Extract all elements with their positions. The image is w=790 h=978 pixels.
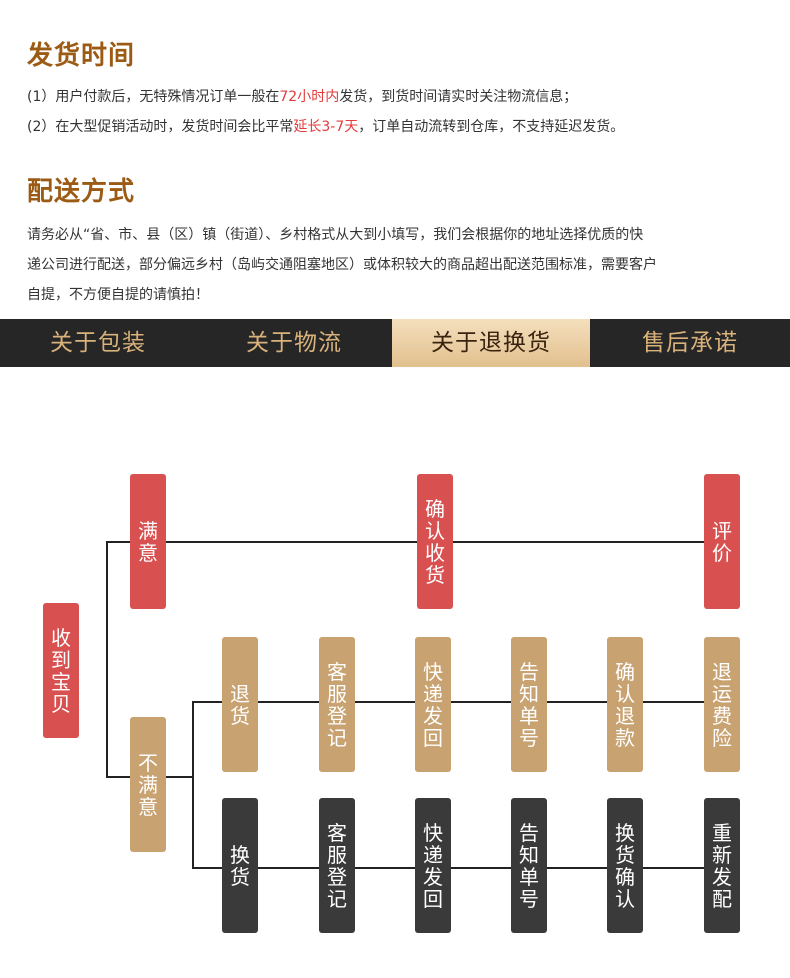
- flow-step-unsatisfied: 不满意: [130, 717, 166, 852]
- flow-return-step-6: 退运费险: [704, 637, 740, 772]
- line-1-text-end: 发货，到货时间请实时关注物流信息；: [339, 89, 578, 105]
- flow-step-confirm-receipt: 确认收货: [417, 474, 453, 609]
- flow-step-label: 不满意: [138, 750, 158, 819]
- flow-exchange-step-3: 快递发回: [415, 798, 451, 933]
- flow-step-review: 评价: [704, 474, 740, 609]
- flow-step-label: 客服登记: [327, 820, 347, 911]
- tab-returns-exchanges[interactable]: 关于退换货: [392, 319, 590, 367]
- delivery-line-2: 递公司进行配送，部分偏远乡村（岛屿交通阻塞地区）或体积较大的商品超出配送范围标准…: [27, 257, 657, 273]
- flow-return-step-2: 客服登记: [319, 637, 355, 772]
- delivery-method-text: 请务必从“省、市、县（区）镇（街道）、乡村格式从大到小填写，我们会根据你的地址选…: [27, 220, 767, 310]
- flow-step-label: 告知单号: [519, 659, 539, 750]
- flow-step-label: 评价: [712, 518, 732, 565]
- shipping-time-line-2: (2）在大型促销活动时，发货时间会比平常延长3-7天，订单自动流转到仓库，不支持…: [27, 112, 767, 142]
- line-2-highlight: 延长3-7天: [293, 119, 359, 135]
- shipping-time-heading: 发货时间: [27, 41, 136, 71]
- flow-return-step-4: 告知单号: [511, 637, 547, 772]
- flow-return-step-1: 退货: [222, 637, 258, 772]
- delivery-line-3: 自提，不方便自提的请慎拍！: [27, 287, 209, 303]
- line-2-text: (2）在大型促销活动时，发货时间会比平常: [27, 119, 294, 135]
- flow-step-label: 确认退款: [615, 659, 635, 750]
- flow-step-label: 满意: [138, 518, 158, 565]
- flow-exchange-step-1: 换货: [222, 798, 258, 933]
- flow-step-label: 换货: [230, 842, 250, 889]
- flow-step-label: 客服登记: [327, 659, 347, 750]
- flow-step-received: 收到宝贝: [43, 603, 79, 738]
- flow-exchange-step-2: 客服登记: [319, 798, 355, 933]
- flow-exchange-step-6: 重新发配: [704, 798, 740, 933]
- return-exchange-flowchart: 收到宝贝 满意 确认收货 评价 不满意 退货 客服登记 快递发回 告知单号 确认…: [0, 460, 790, 940]
- delivery-line-1: 请务必从“省、市、县（区）镇（街道）、乡村格式从大到小填写，我们会根据你的地址选…: [27, 227, 644, 243]
- tab-packaging[interactable]: 关于包装: [50, 330, 146, 356]
- flow-step-label: 快递发回: [423, 659, 443, 750]
- flow-step-label: 确认收货: [425, 496, 445, 587]
- flow-step-label: 告知单号: [519, 820, 539, 911]
- flow-step-label: 收到宝贝: [51, 625, 71, 716]
- tab-logistics[interactable]: 关于物流: [246, 330, 342, 356]
- delivery-method-heading: 配送方式: [27, 177, 136, 207]
- flow-step-label: 快递发回: [423, 820, 443, 911]
- shipping-time-text: (1）用户付款后，无特殊情况订单一般在72小时内发货，到货时间请实时关注物流信息…: [27, 82, 767, 142]
- tab-after-sales[interactable]: 售后承诺: [642, 330, 738, 356]
- shipping-time-line-1: (1）用户付款后，无特殊情况订单一般在72小时内发货，到货时间请实时关注物流信息…: [27, 82, 767, 112]
- flow-return-step-3: 快递发回: [415, 637, 451, 772]
- line-2-text-end: ，订单自动流转到仓库，不支持延迟发货。: [358, 119, 625, 135]
- flow-step-label: 退货: [230, 681, 250, 728]
- line-1-highlight: 72小时内: [279, 89, 340, 105]
- flow-step-label: 退运费险: [712, 659, 732, 750]
- line-1-text: (1）用户付款后，无特殊情况订单一般在: [27, 89, 280, 105]
- flow-exchange-step-4: 告知单号: [511, 798, 547, 933]
- flow-step-satisfied: 满意: [130, 474, 166, 609]
- flow-step-label: 重新发配: [712, 820, 732, 911]
- flow-return-step-5: 确认退款: [607, 637, 643, 772]
- info-tab-bar: 关于包装 关于物流 关于退换货 售后承诺: [0, 319, 790, 367]
- flow-connectors: [106, 541, 722, 869]
- flow-exchange-step-5: 换货确认: [607, 798, 643, 933]
- flow-step-label: 换货确认: [615, 820, 635, 911]
